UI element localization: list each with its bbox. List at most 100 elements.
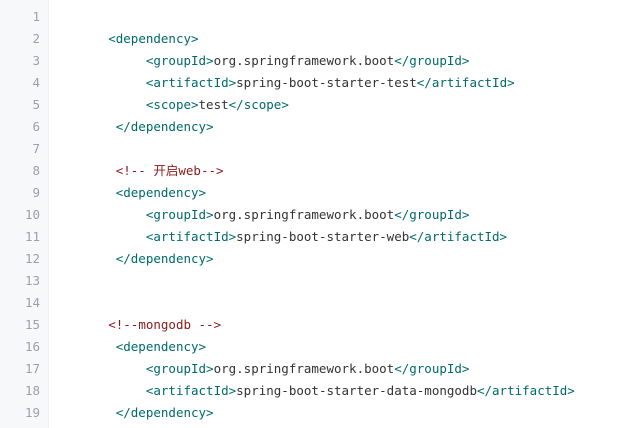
xml-text: org.springframework.boot [213,53,395,68]
code-content: <dependency> [48,182,206,204]
code-content: </dependency> [48,116,214,138]
xml-text: org.springframework.boot [213,207,395,222]
line-number: 14 [24,295,40,310]
code-indent [48,53,146,68]
line-number: 16 [24,339,40,354]
code-indent [48,229,146,244]
code-content: <groupId>org.springframework.boot</group… [48,50,470,72]
line-number-gutter [0,0,49,428]
code-indent [48,317,108,332]
line-number: 11 [24,229,40,244]
code-indent [48,207,146,222]
xml-tag: <dependency> [115,185,207,200]
xml-tag: </dependency> [115,119,214,134]
xml-tag: <scope> [145,97,199,112]
xml-tag: <dependency> [108,31,199,46]
code-indent [48,251,116,266]
code-indent [48,31,108,46]
xml-tag: </dependency> [115,251,214,266]
code-line: 11 <artifactId>spring-boot-starter-web</… [0,226,624,248]
code-line: 17 <groupId>org.springframework.boot</gr… [0,358,624,380]
xml-tag: </groupId> [394,361,470,376]
code-indent [48,361,146,376]
code-line: 9 <dependency> [0,182,624,204]
line-number: 19 [24,405,40,420]
code-indent [48,163,116,178]
line-number: 10 [24,207,40,222]
code-line: 4 <artifactId>spring-boot-starter-test</… [0,72,624,94]
xml-tag: </groupId> [394,53,470,68]
code-indent [48,405,116,420]
code-line: 12 </dependency> [0,248,624,270]
code-line: 14 [0,292,624,314]
xml-comment: <!--mongodb --> [108,317,222,332]
xml-tag: </artifactId> [476,383,575,398]
code-content: <groupId>org.springframework.boot</group… [48,204,470,226]
xml-tag: <artifactId> [145,383,237,398]
line-number: 18 [24,383,40,398]
xml-text: spring-boot-starter-web [236,229,410,244]
code-line: 10 <groupId>org.springframework.boot</gr… [0,204,624,226]
line-number: 17 [24,361,40,376]
line-number: 5 [32,97,40,112]
code-line: 5 <scope>test</scope> [0,94,624,116]
code-content: <!-- 开启web--> [48,160,224,182]
code-line: 13 [0,270,624,292]
xml-tag: </groupId> [394,207,470,222]
code-indent [48,383,146,398]
xml-tag: </dependency> [115,405,214,420]
xml-tag: <groupId> [145,361,214,376]
code-content: <!--mongodb --> [48,314,221,336]
code-line: 2 <dependency> [0,28,624,50]
xml-tag: </artifactId> [409,229,508,244]
line-number: 9 [32,185,40,200]
code-indent [48,185,116,200]
code-indent [48,97,146,112]
code-content: <scope>test</scope> [48,94,289,116]
code-line: 1 [0,6,624,28]
code-content: <dependency> [48,336,206,358]
xml-comment: <!-- 开启web--> [115,163,224,178]
line-number: 6 [32,119,40,134]
code-indent [48,119,116,134]
line-number: 7 [32,141,40,156]
xml-tag: </scope> [228,97,289,112]
xml-text: test [198,97,229,112]
code-line: 3 <groupId>org.springframework.boot</gro… [0,50,624,72]
line-number: 4 [32,75,40,90]
code-line: 6 </dependency> [0,116,624,138]
line-number: 8 [32,163,40,178]
code-line: 15 <!--mongodb --> [0,314,624,336]
xml-tag: <artifactId> [145,75,237,90]
xml-tag: </artifactId> [416,75,515,90]
code-indent [48,339,116,354]
xml-tag: <dependency> [115,339,207,354]
xml-tag: <groupId> [145,207,214,222]
line-number: 15 [24,317,40,332]
code-content: </dependency> [48,248,214,270]
xml-tag: <artifactId> [145,229,237,244]
xml-tag: <groupId> [145,53,214,68]
code-line: 8 <!-- 开启web--> [0,160,624,182]
line-number: 1 [32,9,40,24]
code-line: 19 </dependency> [0,402,624,424]
code-content: <artifactId>spring-boot-starter-test</ar… [48,72,515,94]
code-indent [48,75,146,90]
code-content: </dependency> [48,402,214,424]
line-number: 2 [32,31,40,46]
xml-text: org.springframework.boot [213,361,395,376]
code-line: 18 <artifactId>spring-boot-starter-data-… [0,380,624,402]
code-line: 7 [0,138,624,160]
xml-text: spring-boot-starter-test [236,75,417,90]
line-number: 13 [24,273,40,288]
code-content: <artifactId>spring-boot-starter-web</art… [48,226,507,248]
line-number: 3 [32,53,40,68]
code-line: 16 <dependency> [0,336,624,358]
line-number: 12 [24,251,40,266]
xml-text: spring-boot-starter-data-mongodb [236,383,477,398]
code-content: <artifactId>spring-boot-starter-data-mon… [48,380,575,402]
code-content: <dependency> [48,28,199,50]
code-content: <groupId>org.springframework.boot</group… [48,358,470,380]
